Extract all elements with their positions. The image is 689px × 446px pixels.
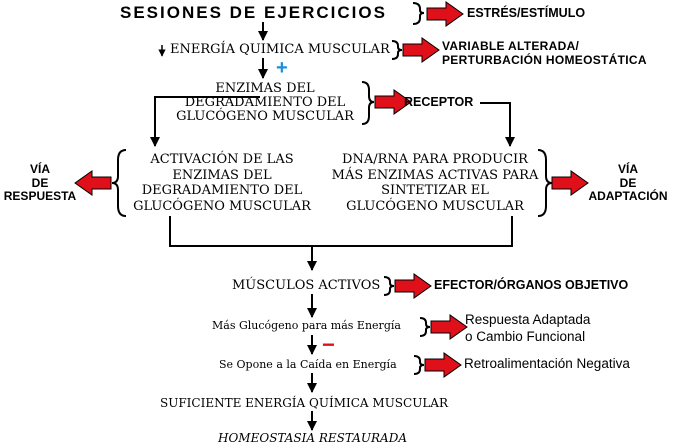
- flow-split-left: [150, 96, 260, 147]
- node-restored: HOMEOSTASIA RESTAURADA: [218, 431, 407, 445]
- brace-activation-left: [111, 149, 127, 217]
- label-receptor: RECEPTOR: [404, 95, 474, 109]
- label-variable: VARIABLE ALTERADA/ PERTURBACIÓN HOMEOSTÁ…: [442, 39, 647, 67]
- node-enzymes: ENZIMAS DEL DEGRADAMIENTO DEL GLUCÓGENO …: [176, 81, 354, 124]
- brace-dna-right: [537, 149, 553, 217]
- label-stress: ESTRÉS/ESTÍMULO: [467, 6, 586, 20]
- flow-merge: [169, 216, 513, 247]
- label-response-path: VÍA DE RESPUESTA: [3, 162, 77, 203]
- flow-receptor-to-dna: [480, 102, 515, 147]
- node-active-muscles: MÚSCULOS ACTIVOS: [232, 278, 381, 293]
- label-adapted: Respuesta Adaptada o Cambio Funcional: [465, 312, 591, 344]
- node-more-glycogen: Más Glucógeno para más Energía: [212, 319, 401, 332]
- node-sufficient: SUFICIENTE ENERGÍA QUÍMICA MUSCULAR: [160, 396, 448, 410]
- label-feedback: Retroalimentación Negativa: [464, 356, 630, 371]
- brace-muscles: [383, 276, 395, 296]
- red-arrow-effector: [394, 273, 432, 299]
- node-sessions: SESIONES DE EJERCICIOS: [120, 3, 387, 22]
- brace-energy: [391, 40, 403, 60]
- brace-enzymes: [361, 81, 375, 125]
- red-arrow-response: [74, 170, 112, 196]
- brace-glycogen: [419, 317, 431, 337]
- red-arrow-receptor: [374, 89, 412, 115]
- plus-sign: +: [276, 57, 288, 79]
- label-adaptation-path: VÍA DE ADAPTACIÓN: [588, 162, 668, 203]
- brace-opposes: [413, 355, 425, 375]
- red-arrow-adaptation: [551, 170, 589, 196]
- red-arrow-stress: [426, 1, 464, 27]
- node-opposes: Se Opone a la Caída en Energía: [219, 358, 397, 371]
- brace-sessions: [412, 2, 425, 25]
- node-energy: ENERGÍA QUIMICA MUSCULAR: [170, 42, 390, 57]
- node-dna: DNA/RNA PARA PRODUCIR MÁS ENZIMAS ACTIVA…: [331, 152, 539, 214]
- red-arrow-feedback: [424, 352, 462, 378]
- minus-sign: −: [322, 332, 335, 357]
- red-arrow-variable: [402, 37, 440, 63]
- label-effector: EFECTOR/ÓRGANOS OBJETIVO: [434, 278, 629, 292]
- red-arrow-adapted: [430, 314, 468, 340]
- node-activation: ACTIVACIÓN DE LAS ENZIMAS DEL DEGRADAMIE…: [133, 152, 311, 214]
